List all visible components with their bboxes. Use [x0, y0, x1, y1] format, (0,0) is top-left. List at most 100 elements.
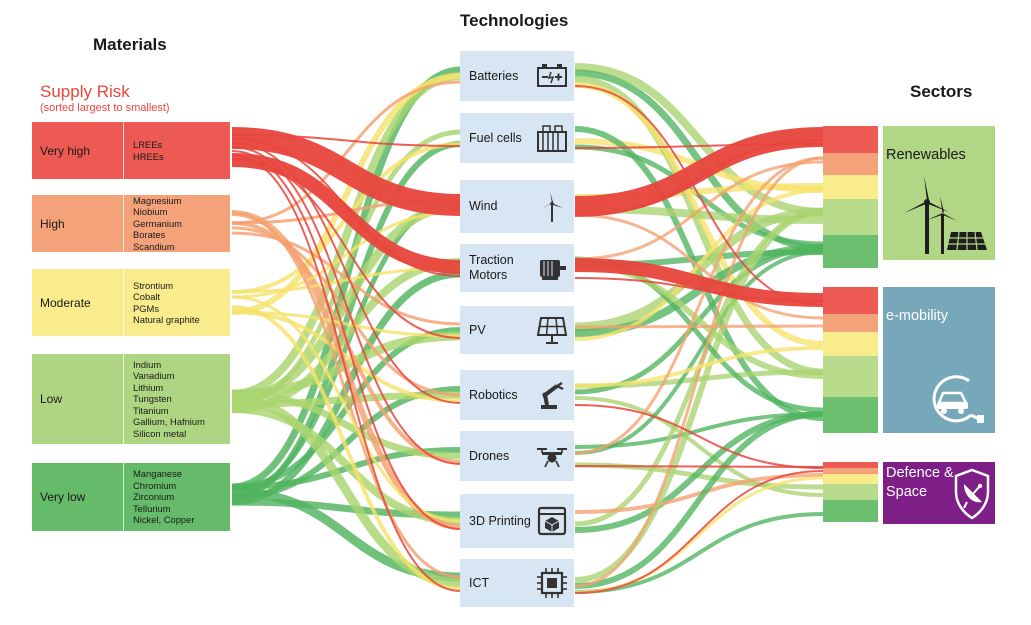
- tech-label: Drones: [469, 448, 510, 463]
- material-name: Nickel, Copper: [133, 514, 195, 526]
- material-name: Niobium: [133, 206, 168, 218]
- risk-label: Moderate: [32, 269, 124, 336]
- material-name: Tungsten: [133, 393, 172, 405]
- flow-ribbon: [231, 310, 462, 338]
- e-mobility-bar-segment: [823, 332, 878, 356]
- risk-label: Very high: [32, 122, 124, 179]
- material-name: Cobalt: [133, 291, 161, 303]
- robot-arm-icon: [541, 382, 564, 409]
- satellite-shield-icon: [954, 468, 990, 520]
- flow-ribbon: [574, 63, 824, 216]
- flow-ribbon: [574, 209, 824, 583]
- sector-e-mobility: e-mobility: [883, 287, 995, 433]
- flow-ribbon: [574, 346, 824, 388]
- tech-3d-printing: 3D Printing: [460, 494, 574, 548]
- renewables-bar-segment: [823, 126, 878, 153]
- risk-block-moderate: Moderate Strontium Cobalt PGMs Natural g…: [32, 269, 230, 336]
- renewables-bar-segment: [823, 153, 878, 175]
- flow-ribbon: [574, 250, 824, 455]
- technologies-heading: Technologies: [460, 11, 569, 30]
- material-name: Titanium: [133, 404, 169, 416]
- tech-batteries: Batteries: [460, 51, 574, 101]
- sector-label: Defence & Space: [886, 465, 954, 500]
- risk-label: Very low: [32, 463, 124, 531]
- material-name: Manganese: [133, 468, 182, 480]
- defence-bar-segment: [823, 462, 878, 468]
- material-name: Vanadium: [133, 370, 175, 382]
- flow-ribbon: [574, 411, 824, 589]
- material-name: Silicon metal: [133, 427, 187, 439]
- risk-materials-list: Manganese Chromium Zirconium Tellurium N…: [124, 463, 230, 531]
- material-name: Scandium: [133, 240, 175, 252]
- flow-ribbon: [231, 226, 462, 397]
- tech-pv: PV: [460, 306, 574, 354]
- risk-label: Low: [32, 354, 124, 444]
- material-name: PGMs: [133, 302, 160, 314]
- tech-ict: ICT: [460, 559, 574, 607]
- renewables-bar-segment: [823, 199, 878, 235]
- drone-icon: [537, 448, 567, 468]
- risk-materials-list: Magnesium Niobium Germanium Borates Scan…: [124, 195, 230, 252]
- sector-renewables: Renewables: [883, 126, 995, 260]
- material-name: Indium: [133, 359, 162, 371]
- sector-defence-space: Defence & Space: [883, 462, 995, 524]
- flow-ribbon: [574, 75, 824, 376]
- tech-label: PV: [469, 322, 486, 337]
- e-mobility-bar-segment: [823, 397, 878, 433]
- renewables-bar-segment: [823, 175, 878, 199]
- tech-drones: Drones: [460, 431, 574, 481]
- flow-ribbon: [231, 305, 462, 591]
- material-name: Chromium: [133, 479, 177, 491]
- sector-label: e-mobility: [886, 308, 949, 324]
- flow-ribbon: [231, 310, 462, 403]
- risk-materials-list: Strontium Cobalt PGMs Natural graphite: [124, 269, 230, 336]
- e-mobility-bar-segment: [823, 314, 878, 332]
- risk-materials-list: Indium Vanadium Lithium Tungsten Titaniu…: [124, 354, 230, 444]
- microchip-icon: [537, 568, 567, 598]
- material-name: Germanium: [133, 217, 182, 229]
- flow-ribbon-ree-motors: [231, 153, 462, 274]
- electric-car-icon: [932, 375, 984, 423]
- flow-ribbon: [231, 211, 462, 579]
- flow-ribbon: [231, 154, 462, 592]
- solar-panel-icon: [536, 317, 568, 344]
- material-name: HREEs: [133, 150, 164, 162]
- flow-ribbon: [231, 142, 462, 404]
- e-mobility-bar-segment: [823, 287, 878, 314]
- flow-ribbon: [574, 188, 824, 341]
- flow-ribbon-motors-emobility: [574, 258, 824, 307]
- material-name: Strontium: [133, 279, 174, 291]
- flow-ribbon: [574, 213, 824, 320]
- flow-ribbon: [231, 210, 462, 299]
- flow-ribbon: [574, 156, 824, 588]
- tech-traction-motors: Traction Motors: [460, 244, 574, 292]
- material-name: Natural graphite: [133, 313, 200, 325]
- motor-icon: [540, 260, 566, 280]
- supply-risk-subtitle: (sorted largest to smallest): [40, 102, 170, 114]
- defence-bar-segment: [823, 500, 878, 522]
- wind-turbine-icon: [541, 191, 563, 222]
- tech-label: Wind: [469, 199, 498, 213]
- tech-wind: Wind: [460, 180, 574, 233]
- flow-ribbon: [574, 465, 824, 468]
- flow-ribbon: [574, 156, 824, 455]
- risk-block-very-low: Very low Manganese Chromium Zirconium Te…: [32, 463, 230, 531]
- flow-ribbon-ree-wind: [231, 127, 462, 216]
- sector-label: Renewables: [886, 147, 966, 163]
- tech-label: Traction Motors: [469, 253, 514, 282]
- materials-heading: Materials: [93, 35, 167, 54]
- tech-label: 3D Printing: [469, 513, 531, 528]
- flow-ribbon: [574, 404, 824, 469]
- flow-ribbon: [231, 80, 462, 225]
- sectors-heading: Sectors: [910, 82, 973, 101]
- material-name: Lithium: [133, 381, 164, 393]
- tech-label: Batteries: [469, 68, 519, 83]
- supply-risk-title: Supply Risk: [40, 82, 130, 101]
- flow-ribbon-wind-renewables: [574, 127, 824, 216]
- flow-ribbon: [574, 324, 824, 329]
- risk-block-low: Low Indium Vanadium Lithium Tungsten Tit…: [32, 354, 230, 444]
- material-name: LREEs: [133, 139, 163, 151]
- wind-solar-icon: [904, 176, 987, 254]
- tech-fuel-cells: Fuel cells: [460, 113, 574, 163]
- risk-materials-list: LREEs HREEs: [124, 122, 230, 179]
